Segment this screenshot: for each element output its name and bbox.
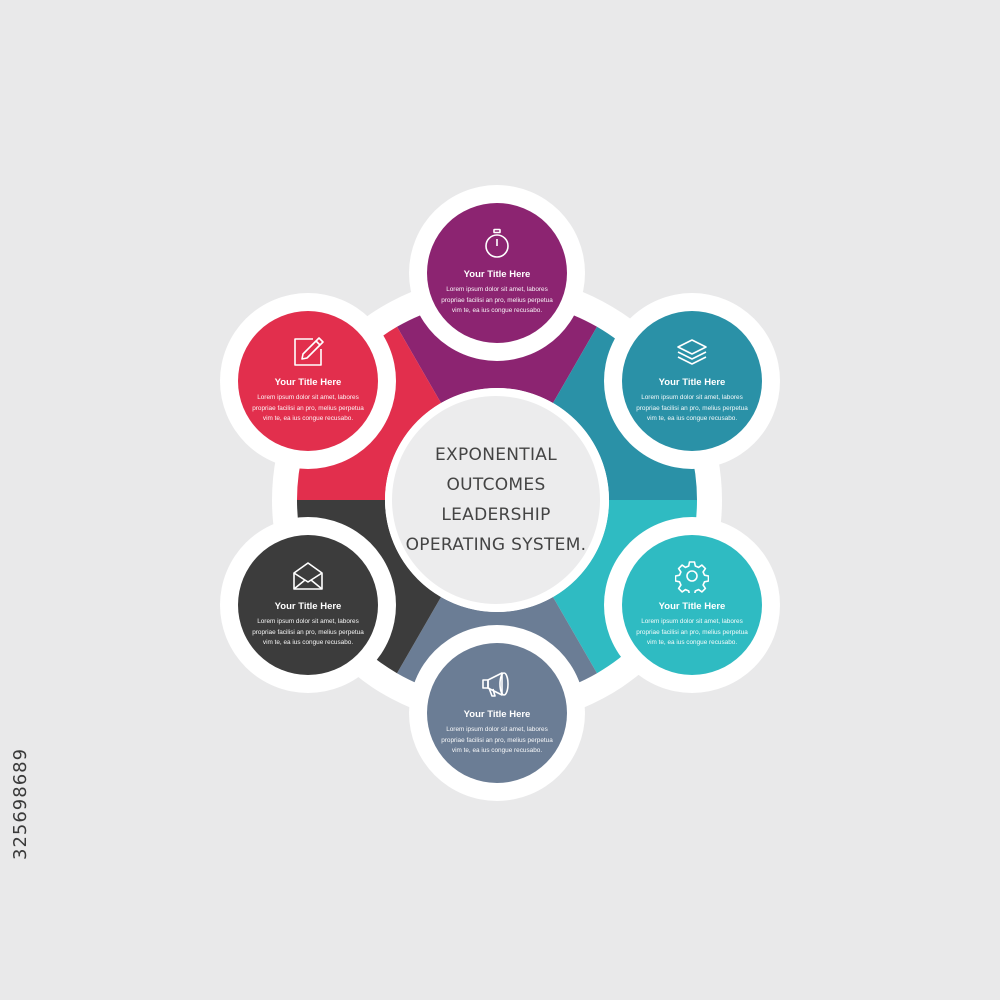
- stopwatch-icon: [480, 227, 514, 261]
- node-layers: Your Title Here Lorem ipsum dolor sit am…: [622, 311, 762, 451]
- gear-icon: [675, 559, 709, 593]
- envelope-icon: [291, 559, 325, 593]
- node-envelope: Your Title Here Lorem ipsum dolor sit am…: [238, 535, 378, 675]
- node-title: Your Title Here: [463, 709, 531, 720]
- node-description: Lorem ipsum dolor sit amet, labores prop…: [636, 618, 748, 646]
- node-edit: Your Title Here Lorem ipsum dolor sit am…: [238, 311, 378, 451]
- node-description: Lorem ipsum dolor sit amet, labores prop…: [252, 618, 364, 646]
- node-title: Your Title Here: [274, 601, 342, 612]
- node-description: Lorem ipsum dolor sit amet, labores prop…: [441, 286, 553, 314]
- layers-icon: [675, 335, 709, 369]
- node-title: Your Title Here: [463, 269, 531, 280]
- node-title: Your Title Here: [658, 601, 726, 612]
- node-description: Lorem ipsum dolor sit amet, labores prop…: [441, 726, 553, 754]
- node-description: Lorem ipsum dolor sit amet, labores prop…: [636, 394, 748, 422]
- center-title: EXPONENTIAL OUTCOMES LEADERSHIP OPERATIN…: [405, 445, 587, 555]
- node-title: Your Title Here: [658, 377, 726, 388]
- center-circle: EXPONENTIAL OUTCOMES LEADERSHIP OPERATIN…: [392, 396, 600, 604]
- edit-icon: [291, 335, 325, 369]
- megaphone-icon: [480, 667, 514, 701]
- node-stopwatch: Your Title Here Lorem ipsum dolor sit am…: [427, 203, 567, 343]
- node-gear: Your Title Here Lorem ipsum dolor sit am…: [622, 535, 762, 675]
- stock-id-watermark: 325698689: [10, 747, 31, 860]
- node-description: Lorem ipsum dolor sit amet, labores prop…: [252, 394, 364, 422]
- node-megaphone: Your Title Here Lorem ipsum dolor sit am…: [427, 643, 567, 783]
- node-title: Your Title Here: [274, 377, 342, 388]
